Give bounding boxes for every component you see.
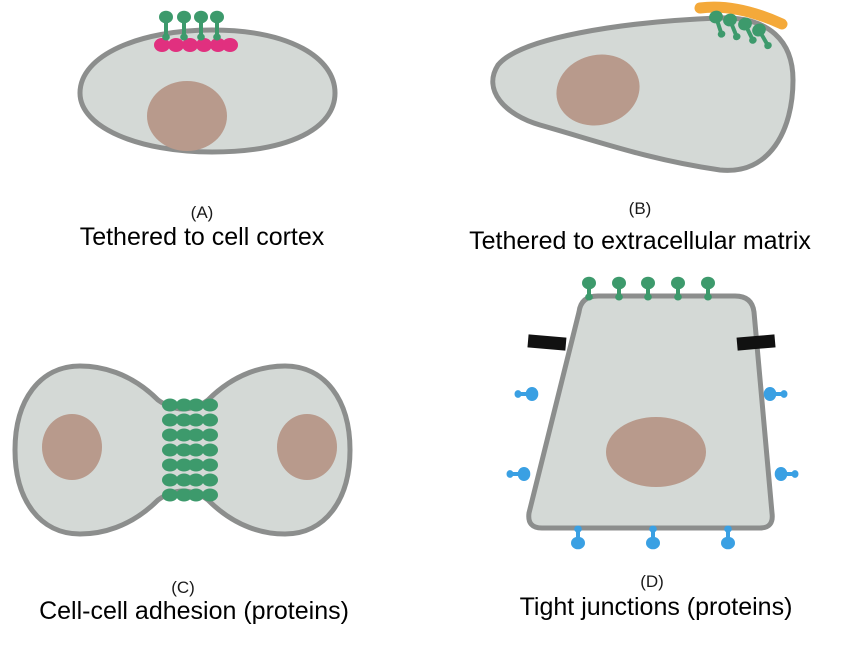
panel-d-caption: Tight junctions (proteins): [519, 593, 793, 621]
adhesion-protein: [176, 473, 192, 487]
membrane-protein: [582, 276, 596, 301]
adhesion-protein: [162, 488, 178, 502]
membrane-protein: [571, 525, 585, 550]
adhesion-protein: [188, 428, 204, 442]
cortex-bead: [154, 38, 170, 52]
adhesion-protein: [188, 473, 204, 487]
adhesion-protein: [162, 398, 178, 412]
tight-junction-left: [527, 334, 567, 351]
panel-c-caption: Cell-cell adhesion (proteins): [39, 597, 349, 625]
adhesion-protein: [162, 413, 178, 427]
membrane-proteins-b: [709, 10, 772, 50]
cortex-bead: [222, 38, 238, 52]
membrane-proteins-a: [159, 10, 224, 41]
membrane-protein: [514, 387, 539, 401]
cortex-bead: [196, 38, 212, 52]
membrane-protein: [612, 276, 626, 301]
tight-junction-right: [736, 334, 776, 351]
nucleus-d: [606, 417, 706, 487]
membrane-protein: [774, 467, 799, 481]
adhesion-protein: [202, 488, 218, 502]
adhesion-proteins: [162, 398, 218, 502]
membrane-protein: [159, 10, 173, 41]
nucleus-b: [556, 54, 640, 126]
membrane-protein: [671, 276, 685, 301]
adhesion-protein: [176, 428, 192, 442]
adhesion-protein: [188, 488, 204, 502]
membrane-protein: [752, 23, 772, 50]
panel-b-letter: (B): [628, 199, 652, 218]
panel-a-letter: (A): [190, 203, 214, 222]
adhesion-protein: [162, 428, 178, 442]
membrane-protein: [723, 13, 741, 41]
membrane-protein: [721, 525, 735, 550]
adhesion-protein: [176, 488, 192, 502]
membrane-protein: [709, 10, 726, 38]
cortex-bead: [210, 38, 226, 52]
panel-d-letter: (D): [640, 572, 664, 591]
adhesion-protein: [176, 398, 192, 412]
adhesion-protein: [202, 428, 218, 442]
membrane-protein: [646, 525, 660, 550]
panel-b-caption: Tethered to extracellular matrix: [469, 227, 811, 255]
adhesion-protein: [202, 473, 218, 487]
apical-membrane-proteins: [582, 276, 715, 301]
adhesion-protein: [202, 413, 218, 427]
basolateral-membrane-proteins: [506, 387, 799, 550]
adhesion-protein: [162, 458, 178, 472]
panel-a-caption: Tethered to cell cortex: [79, 223, 325, 251]
nucleus-c-right: [277, 414, 337, 480]
panel-b: [490, 1, 796, 173]
panel-c-letter: (C): [171, 578, 195, 597]
adhesion-protein: [162, 473, 178, 487]
adhesion-protein: [176, 443, 192, 457]
cortex-proteins: [154, 38, 238, 52]
adhesion-protein: [188, 443, 204, 457]
adhesion-protein: [202, 458, 218, 472]
cortex-bead: [182, 38, 198, 52]
membrane-protein: [210, 10, 224, 41]
adhesion-protein: [162, 443, 178, 457]
cell-d: [526, 293, 775, 531]
membrane-protein: [641, 276, 655, 301]
nucleus-c-left: [42, 414, 102, 480]
membrane-protein: [738, 17, 757, 44]
nucleus-a: [147, 81, 227, 151]
membrane-protein: [194, 10, 208, 41]
adhesion-protein: [188, 413, 204, 427]
panel-c: [12, 363, 353, 537]
cortex-bead: [168, 38, 184, 52]
adhesion-protein: [188, 398, 204, 412]
adhesion-protein: [176, 458, 192, 472]
adhesion-protein: [202, 443, 218, 457]
membrane-protein: [177, 10, 191, 41]
adhesion-protein: [202, 398, 218, 412]
membrane-protein: [763, 387, 788, 401]
extracellular-matrix: [694, 1, 788, 30]
membrane-protein: [506, 467, 531, 481]
cell-b: [490, 15, 796, 173]
membrane-protein: [701, 276, 715, 301]
adhesion-protein: [188, 458, 204, 472]
panel-a: [77, 10, 338, 155]
adhesion-protein: [176, 413, 192, 427]
panel-d: [506, 276, 799, 550]
